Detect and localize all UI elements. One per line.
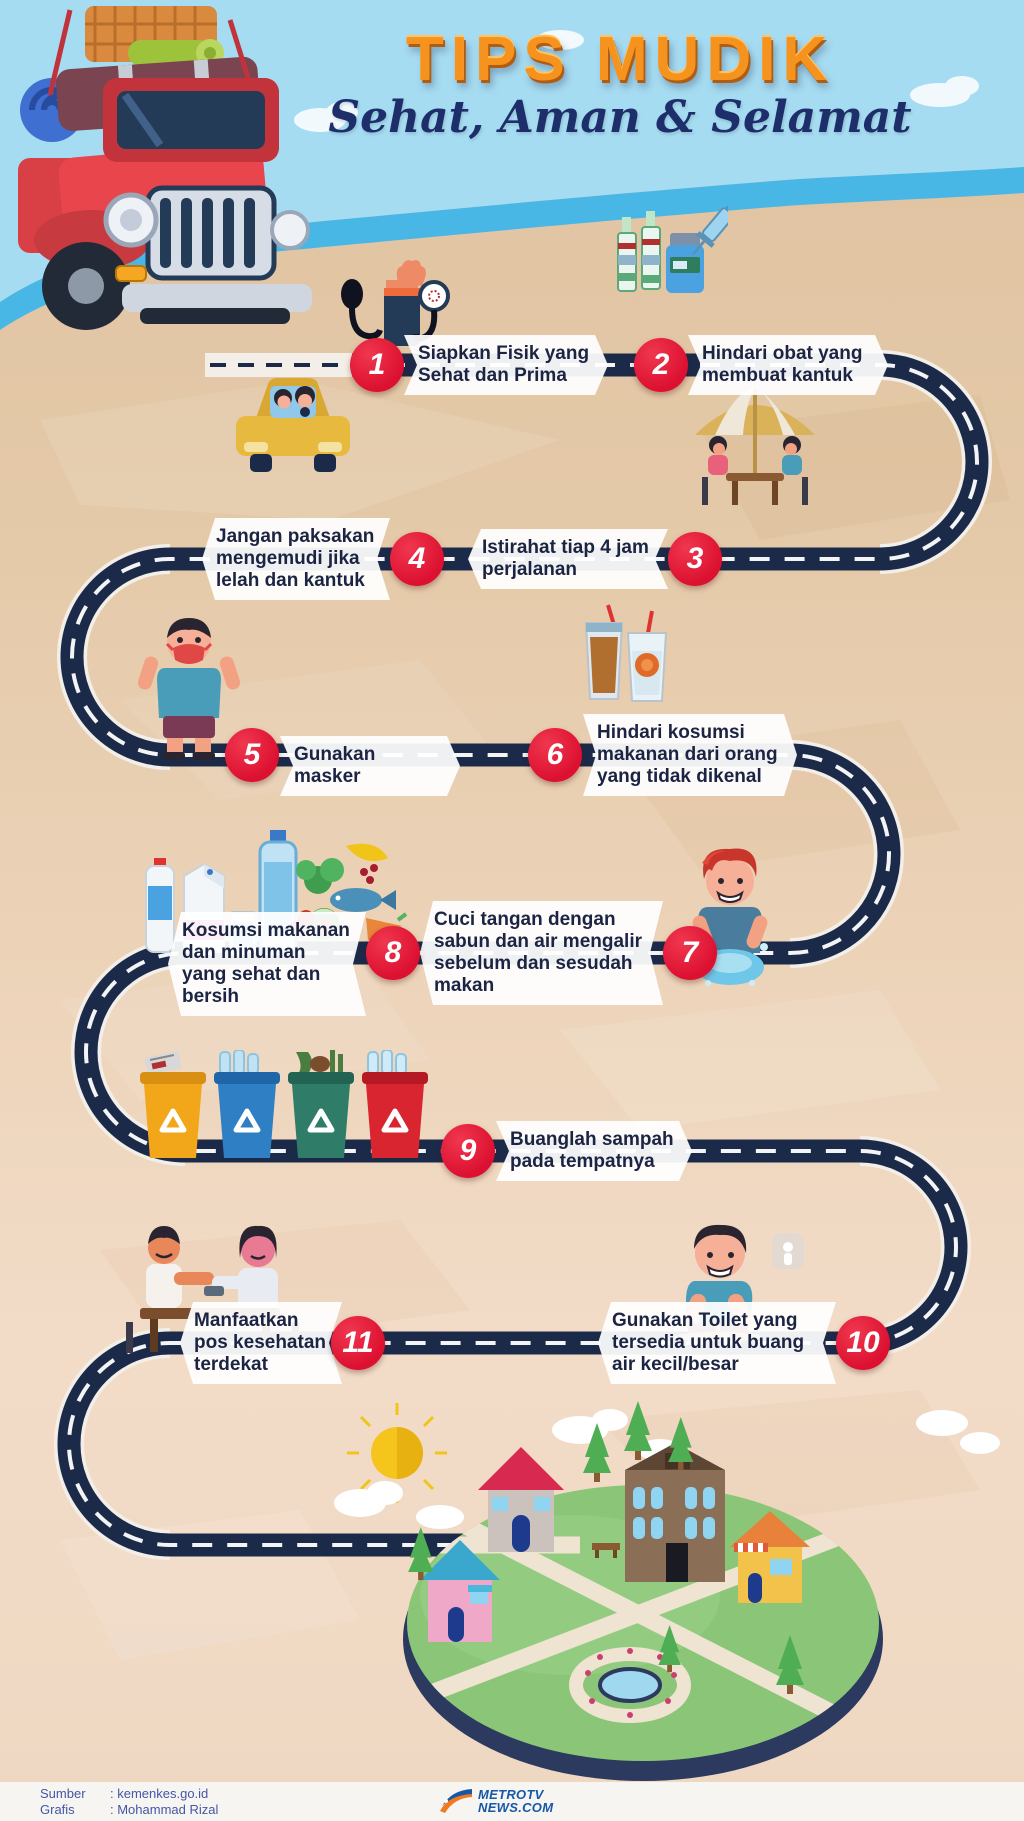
metrotvnews-logo: METROTV NEWS.COM	[438, 1787, 553, 1815]
organic-bin	[288, 1050, 354, 1158]
tip-number-10: 10	[836, 1316, 890, 1370]
house-pink	[420, 1540, 500, 1642]
iced-drink	[584, 604, 624, 700]
medic	[212, 1225, 278, 1312]
village-destination-illustration	[334, 1401, 1000, 1781]
tip-label-2: Hindari obat yang membuat kantuk	[688, 335, 888, 395]
street-drinks-icon	[584, 604, 668, 702]
tip-number-1: 1	[350, 338, 404, 392]
tip-label-7: Cuci tangan dengan sabun dan air mengali…	[420, 901, 663, 1005]
toilet-door-sign	[772, 1233, 804, 1269]
passengers	[274, 386, 315, 417]
building-brown	[625, 1443, 725, 1582]
ampoule	[617, 217, 637, 292]
person-wearing-mask-icon	[137, 618, 241, 760]
source-value: : kemenkes.go.id	[110, 1785, 209, 1801]
poster-subtitle: Sehat, Aman & Selamat	[328, 92, 912, 143]
syringe-icon	[691, 203, 728, 256]
tip-label-3: Istirahat tiap 4 jam perjalanan	[468, 529, 668, 589]
water-bottle-small	[145, 858, 175, 953]
medicines-and-syringe-icon	[617, 203, 728, 293]
tip-label-8: Kosumsi makanan dan minuman yang sehat d…	[168, 912, 366, 1016]
paper-bin	[140, 1051, 206, 1158]
sun-icon	[347, 1403, 447, 1503]
person-at-table	[782, 436, 802, 475]
pine-trees	[408, 1401, 804, 1694]
tip-number-11: 11	[331, 1316, 385, 1370]
tip-number-2: 2	[634, 338, 688, 392]
plastic-bin	[214, 1050, 280, 1158]
house-red-roof	[478, 1447, 564, 1552]
credits-block: Sumber : kemenkes.go.id Grafis : Mohammad …	[40, 1786, 218, 1818]
poster-title: TIPS MUDIK	[405, 25, 835, 94]
orange-drink	[626, 610, 668, 702]
logo-line1: METROTV	[478, 1787, 544, 1802]
credit-value: : Mohammad Rizal	[110, 1801, 219, 1817]
metrotv-eagle-icon	[440, 1789, 472, 1813]
tip-number-3: 3	[668, 532, 722, 586]
bottle-bin	[362, 1050, 428, 1158]
logo-text: METROTV NEWS.COM	[478, 1788, 553, 1814]
tip-number-7: 7	[663, 926, 717, 980]
raised-arms	[137, 656, 241, 690]
ampoule	[641, 211, 661, 290]
footer-bar: Sumber : kemenkes.go.id Grafis : Mohammad …	[0, 1782, 1024, 1821]
tip-number-5: 5	[225, 728, 279, 782]
tip-label-11: Manfaatkan pos kesehatan terdekat	[180, 1302, 342, 1384]
tip-label-9: Buanglah sampah pada tempatnya	[496, 1121, 692, 1181]
tip-label-5: Gunakan masker	[280, 736, 460, 796]
recycle-bins-icon	[140, 1050, 428, 1158]
tip-label-6: Hindari kosumsi makanan dari orang yang …	[583, 714, 797, 796]
shop-orange	[730, 1511, 810, 1603]
tip-label-10: Gunakan Toilet yang tersedia untuk buang…	[598, 1302, 836, 1384]
jeep-body	[18, 78, 312, 330]
tip-number-4: 4	[390, 532, 444, 586]
person-at-table	[708, 436, 728, 475]
tip-label-4: Jangan paksakan mengemudi jika lelah dan…	[202, 518, 390, 600]
logo-line2: NEWS.COM	[478, 1800, 554, 1815]
source-label: Sumber	[40, 1785, 86, 1801]
cloud-icon	[334, 1409, 1000, 1529]
tip-label-1: Siapkan Fisik yang Sehat dan Prima	[404, 335, 608, 395]
umbrella-icon	[695, 387, 815, 478]
family-car-icon	[236, 378, 350, 472]
fish	[330, 888, 396, 912]
patient	[146, 1226, 214, 1308]
tip-number-9: 9	[441, 1124, 495, 1178]
tip-number-6: 6	[528, 728, 582, 782]
rest-area-umbrella-icon	[695, 387, 815, 505]
blood-pressure-monitor-icon	[341, 260, 450, 346]
packed-jeep-illustration	[18, 6, 312, 330]
credit-label: Grafis	[40, 1801, 75, 1817]
medicine-vial	[666, 233, 704, 293]
tip-number-8: 8	[366, 926, 420, 980]
cloud-icon	[294, 30, 979, 132]
